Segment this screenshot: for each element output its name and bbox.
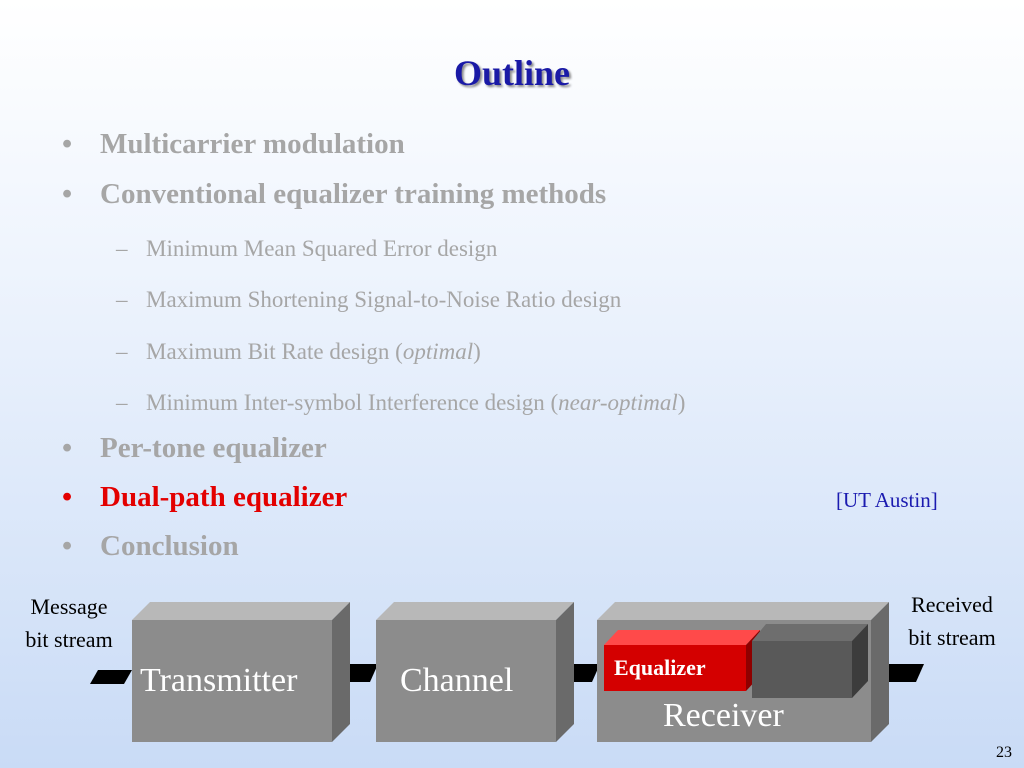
equalizer-block	[604, 630, 760, 691]
outline-item-label: Multicarrier modulation	[100, 128, 405, 160]
outline-subitem-close: )	[677, 390, 686, 415]
output-label: Received bit stream	[888, 588, 1016, 654]
outline-item-label: Dual-path equalizer	[100, 481, 348, 513]
slide-number: 23	[996, 744, 1012, 761]
dash-marker: –	[116, 236, 128, 261]
reference-citation: [UT Austin]	[836, 488, 938, 512]
outline-subitem-min-isi: –Minimum Inter-symbol Interference desig…	[116, 390, 685, 416]
bullet-marker: •	[62, 530, 73, 562]
transmitter-block	[132, 602, 350, 742]
outline-subitem-label: Minimum Inter-symbol Interference design…	[146, 390, 559, 415]
bullet-marker: •	[62, 178, 73, 210]
outline-subitem-emphasis: optimal	[402, 339, 474, 364]
outline-subitem-label: Maximum Shortening Signal-to-Noise Ratio…	[146, 287, 622, 312]
bullet-marker: •	[62, 128, 73, 160]
input-connector	[90, 670, 132, 684]
channel-label: Channel	[400, 662, 514, 699]
outline-item-label: Conventional equalizer training methods	[100, 178, 607, 210]
output-label-line2: bit stream	[908, 625, 996, 650]
outline-item-conclusion: • Conclusion	[62, 530, 239, 563]
dash-marker: –	[116, 287, 128, 312]
bullet-marker: •	[62, 481, 73, 513]
output-label-line1: Received	[911, 592, 993, 617]
input-label: Message bit stream	[4, 590, 134, 656]
input-label-line1: Message	[30, 594, 108, 619]
outline-subitem-mssnr: –Maximum Shortening Signal-to-Noise Rati…	[116, 287, 621, 313]
outline-subitem-label: Maximum Bit Rate design (	[146, 339, 403, 364]
equalizer-label: Equalizer	[614, 655, 706, 680]
slide-title: Outline	[453, 53, 570, 93]
outline-subitem-emphasis: near-optimal	[558, 390, 678, 415]
channel-block	[376, 602, 574, 742]
outline-subitem-close: )	[473, 339, 481, 364]
transmitter-label: Transmitter	[140, 662, 298, 699]
outline-item-per-tone: • Per-tone equalizer	[62, 432, 327, 465]
outline-item-multicarrier: • Multicarrier modulation	[62, 128, 405, 161]
input-label-line2: bit stream	[25, 627, 113, 652]
bullet-marker: •	[62, 432, 73, 464]
outline-item-label: Per-tone equalizer	[100, 432, 327, 464]
outline-subitem-mmse: –Minimum Mean Squared Error design	[116, 236, 497, 262]
dash-marker: –	[116, 390, 128, 415]
outline-subitem-label: Minimum Mean Squared Error design	[146, 236, 498, 261]
outline-subitem-mbr: –Maximum Bit Rate design (optimal)	[116, 339, 481, 365]
outline-item-label: Conclusion	[100, 530, 239, 562]
outline-item-conventional: • Conventional equalizer training methods	[62, 178, 606, 211]
dash-marker: –	[116, 339, 128, 364]
receiver-label: Receiver	[663, 697, 784, 734]
receiver-subblock	[752, 624, 868, 698]
outline-item-dual-path: • Dual-path equalizer	[62, 481, 347, 514]
